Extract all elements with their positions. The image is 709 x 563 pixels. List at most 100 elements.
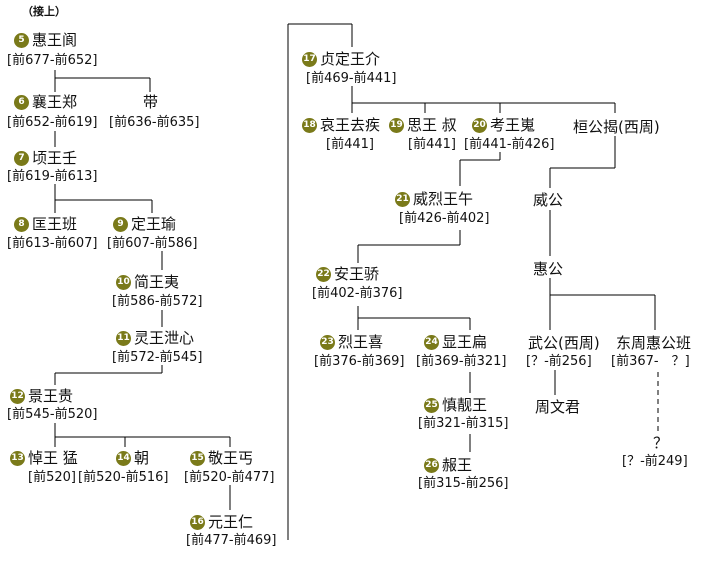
ruler-years: [前619-前613]	[7, 169, 98, 184]
relative-wugong-years: [？-前256]	[526, 354, 592, 369]
ruler-name: 安王骄	[334, 265, 380, 283]
ruler-name: 思王 叔	[407, 116, 457, 134]
ruler-name: 顷王壬	[32, 149, 78, 167]
relative-unknown: ？	[653, 434, 669, 452]
number-badge: 12	[10, 388, 25, 404]
relative-weigong: 威公	[533, 191, 564, 209]
ruler-name: 威烈王午	[413, 190, 474, 208]
number-badge: 19	[389, 117, 404, 133]
ruler-name: 赧王	[442, 456, 473, 474]
relative-dongzhou-huigong: 东周惠公班	[616, 334, 692, 352]
number-badge: 18	[302, 117, 317, 133]
relative-dongzhou-years: [前367- ？]	[611, 354, 690, 369]
ruler-name: 哀王去疾	[320, 116, 381, 134]
number-badge: 11	[116, 330, 131, 346]
number-badge: 22	[316, 266, 331, 282]
ruler-years: [前376-前369]	[314, 354, 405, 369]
ruler-name: 贞定王介	[320, 50, 381, 68]
ruler-years: [前441]	[408, 137, 456, 152]
number-badge: 13	[10, 450, 25, 466]
ruler-years: [前520-前516]	[78, 470, 169, 485]
ruler-years: [前586-前572]	[112, 294, 203, 309]
number-badge: 25	[424, 397, 439, 413]
number-badge: 15	[190, 450, 205, 466]
number-badge: 6	[14, 94, 29, 110]
ruler-name: 慎靓王	[442, 396, 488, 414]
ruler-name: 敬王丐	[208, 449, 254, 467]
number-badge: 17	[302, 51, 317, 67]
ruler-name: 匡王班	[32, 215, 78, 233]
ruler-years: [前321-前315]	[418, 416, 509, 431]
ruler-years: [前520]	[28, 470, 76, 485]
ruler-years: [前441]	[326, 137, 374, 152]
ruler-name: 景王贵	[28, 387, 74, 405]
ruler-name: 元王仁	[208, 513, 254, 531]
relative-unknown-years: [？-前249]	[622, 454, 688, 469]
ruler-years: [前613-前607]	[7, 236, 98, 251]
relative-zhouwenjun: 周文君	[535, 398, 581, 416]
relative-huangong: 桓公揭(西周)	[573, 118, 660, 136]
relative-dai: 带	[143, 93, 159, 111]
ruler-years: [前652-前619]	[7, 115, 98, 130]
ruler-years: [前607-前586]	[107, 236, 198, 251]
number-badge: 10	[116, 274, 131, 290]
ruler-years: [前315-前256]	[418, 476, 509, 491]
ruler-name: 悼王 猛	[28, 449, 78, 467]
ruler-years: [前469-前441]	[306, 71, 397, 86]
ruler-name: 烈王喜	[338, 333, 384, 351]
ruler-years: [前572-前545]	[112, 350, 203, 365]
relative-huigong: 惠公	[533, 260, 564, 278]
number-badge: 20	[472, 117, 487, 133]
ruler-name: 朝	[134, 449, 150, 467]
ruler-name: 惠王阆	[32, 31, 78, 49]
number-badge: 5	[14, 32, 29, 48]
number-badge: 9	[113, 216, 128, 232]
header-continued: （接上）	[22, 5, 66, 18]
number-badge: 8	[14, 216, 29, 232]
ruler-years: [前369-前321]	[416, 354, 507, 369]
ruler-years: [前402-前376]	[312, 286, 403, 301]
ruler-years: [前441-前426]	[464, 137, 555, 152]
ruler-name: 显王扁	[442, 333, 488, 351]
number-badge: 14	[116, 450, 131, 466]
relative-dai-years: [前636-前635]	[109, 115, 200, 130]
number-badge: 16	[190, 514, 205, 530]
ruler-name: 襄王郑	[32, 93, 78, 111]
ruler-years: [前426-前402]	[399, 211, 490, 226]
relative-wugong: 武公(西周)	[528, 334, 600, 352]
number-badge: 26	[424, 457, 439, 473]
ruler-years: [前545-前520]	[7, 407, 98, 422]
number-badge: 24	[424, 334, 439, 350]
number-badge: 21	[395, 191, 410, 207]
ruler-years: [前677-前652]	[7, 53, 98, 68]
ruler-years: [前477-前469]	[186, 533, 277, 548]
ruler-name: 灵王泄心	[134, 329, 195, 347]
number-badge: 23	[320, 334, 335, 350]
number-badge: 7	[14, 150, 29, 166]
ruler-years: [前520-前477]	[184, 470, 275, 485]
ruler-name: 考王嵬	[490, 116, 536, 134]
